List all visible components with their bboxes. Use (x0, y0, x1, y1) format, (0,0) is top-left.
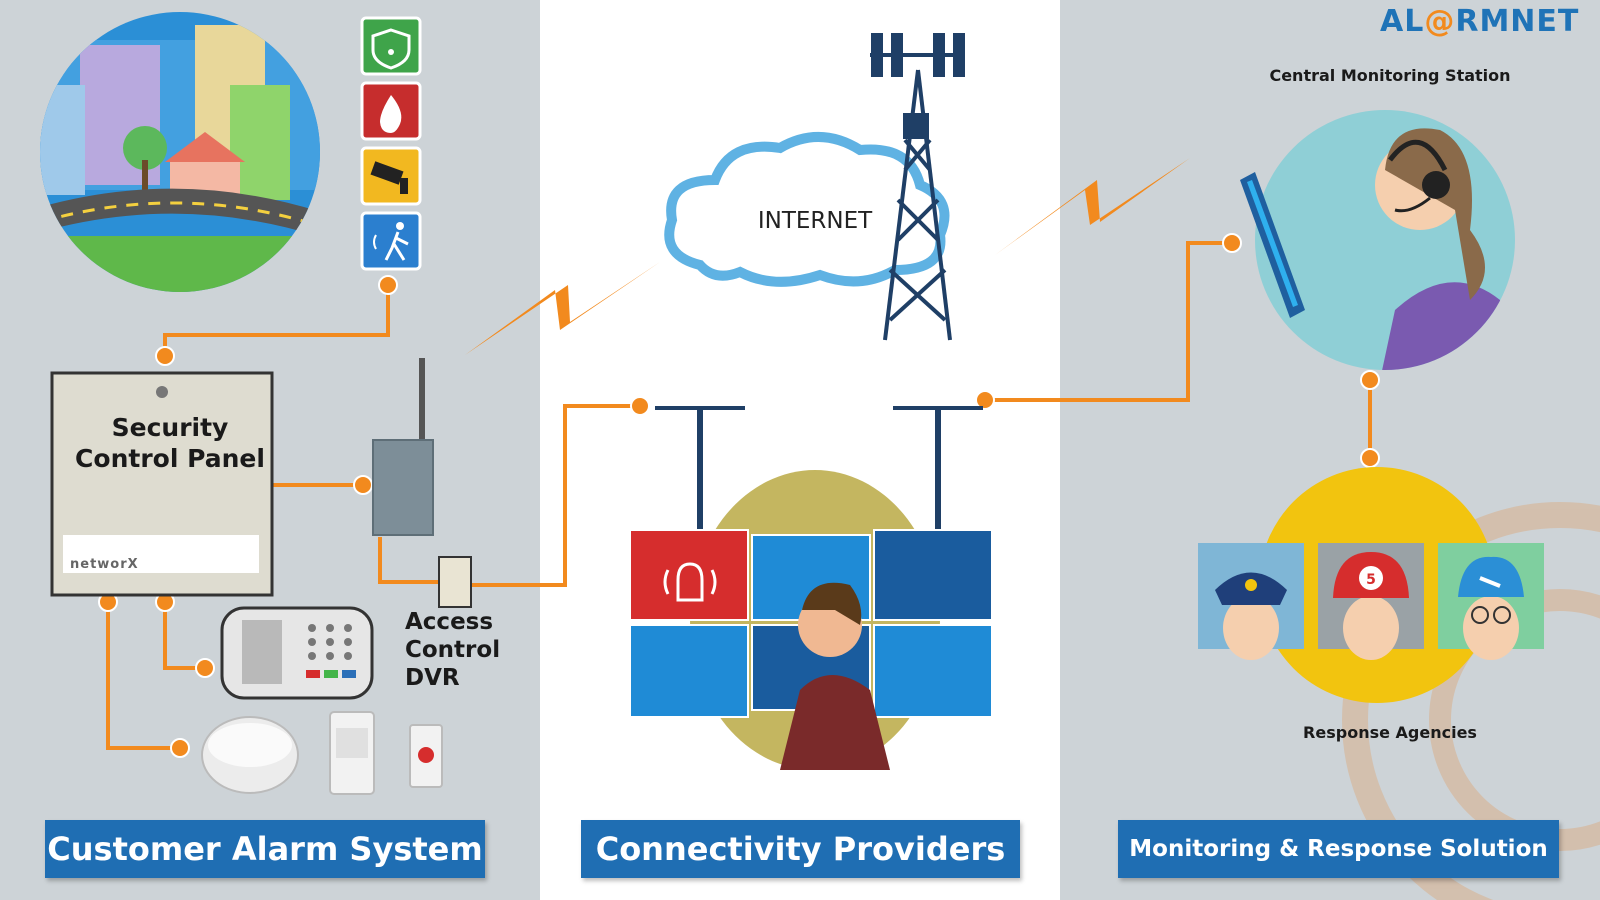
access-label-line2: Control (405, 637, 501, 663)
central-operator-icon (1240, 110, 1515, 370)
sensor-icons (360, 16, 422, 271)
connectivity-banner: Connectivity Providers (581, 820, 1020, 878)
police-icon (1198, 543, 1304, 660)
wireless-signal-icons (465, 158, 1190, 355)
control-panel-label-line1: Security (111, 413, 229, 442)
panic-button-icon (409, 724, 443, 788)
control-panel-box (50, 371, 274, 597)
agencies-label: Response Agencies (1303, 723, 1477, 742)
customer-alarm-banner: Customer Alarm System (45, 820, 485, 878)
access-label-line3: DVR (405, 665, 460, 691)
internet-cloud-icon (664, 132, 950, 287)
utility-poles-icon (655, 406, 983, 540)
camera-icon (360, 146, 422, 206)
fire-icon (360, 81, 422, 141)
control-panel-label-line2: Control Panel (75, 444, 265, 473)
control-panel-label: Security Control Panel (55, 412, 285, 474)
internet-label: INTERNET (757, 208, 873, 234)
wifi-shield-icon (360, 16, 422, 76)
keypad-icon (220, 606, 374, 700)
logo-prefix: AL (1380, 4, 1425, 39)
dvr-device-icon (438, 556, 472, 608)
cell-tower-icon (870, 33, 965, 341)
communicator-device-icon (372, 358, 434, 536)
at-watermark-icon (1342, 502, 1600, 900)
operator-video-wall-icon (629, 470, 993, 770)
firefighter-icon: 5 (1318, 543, 1424, 660)
logo-at: @ (1424, 4, 1456, 39)
smoke-detector-icon (201, 716, 299, 794)
alarmnet-logo: AL@RMNET (1380, 4, 1579, 39)
motion-icon (360, 211, 422, 271)
monitoring-banner: Monitoring & Response Solution (1118, 820, 1559, 878)
agencies-group-icon: 5 (1198, 467, 1544, 703)
connector-lines (106, 241, 1372, 750)
alarm-bell-icon (663, 562, 717, 602)
logo-suffix: RMNET (1455, 4, 1580, 39)
svg-text:5: 5 (1366, 572, 1376, 588)
motion-sensor-icon (329, 711, 375, 795)
city-illustration-icon (40, 12, 320, 292)
panel-brand-label: networX (70, 557, 139, 572)
cms-label: Central Monitoring Station (1269, 66, 1511, 85)
technician-icon (1438, 543, 1544, 660)
access-control-label: Access Control DVR (405, 608, 500, 692)
access-label-line1: Access (405, 609, 494, 635)
